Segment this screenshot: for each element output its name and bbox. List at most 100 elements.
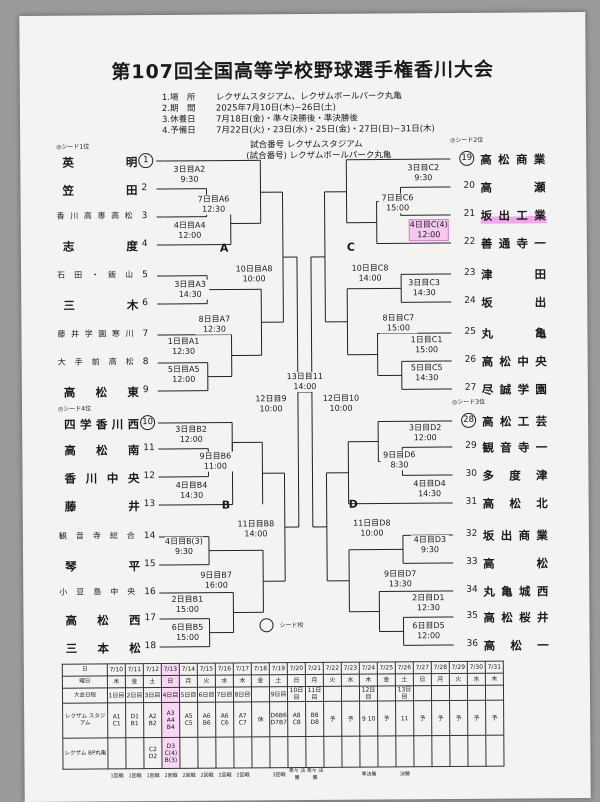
schedule-cell	[252, 737, 270, 768]
team-number: 6	[142, 298, 148, 308]
schedule-cell	[108, 738, 126, 769]
game-id: 12日目10	[322, 394, 360, 404]
schedule-cell	[216, 737, 234, 768]
schedule-cell: 7/25	[377, 662, 395, 674]
schedule-cell: 土	[395, 674, 413, 686]
game-id: 12日目9	[252, 394, 290, 404]
game-time: 15:00	[408, 345, 446, 355]
schedule-cell: 7/16	[215, 663, 233, 675]
schedule-cell: 2回戦	[216, 768, 234, 783]
schedule-cell: 予	[342, 701, 360, 736]
schedule-cell: 7/31	[485, 661, 503, 673]
game-id: 7日目C6	[379, 193, 417, 203]
schedule-cell: 決勝	[396, 767, 414, 782]
schedule-cell: 7/30	[467, 661, 485, 673]
team-name: 尽誠学園	[482, 381, 548, 397]
team-name: 香川高専高松	[57, 210, 133, 222]
schedule-cell: 7/15	[197, 663, 215, 675]
schedule-cell	[341, 686, 359, 701]
schedule-cell	[377, 686, 395, 701]
game-id: 2日目B1	[168, 595, 206, 605]
schedule-cell: 7/28	[431, 661, 449, 673]
schedule-cell	[468, 766, 486, 781]
team-number: 32	[466, 529, 478, 539]
game-id: 10日目A8	[235, 264, 273, 274]
schedule-cell	[414, 736, 432, 767]
schedule-cell: B8 D8	[306, 701, 324, 736]
team-number: 35	[466, 611, 478, 621]
team-number: 20	[463, 181, 475, 191]
schedule-cell: 水	[341, 674, 359, 686]
game-id: 11日目B8	[237, 519, 275, 529]
team-name: 高松北	[483, 495, 549, 511]
team-name: 観音寺一	[482, 439, 548, 455]
game-id: 4日目D4	[411, 479, 449, 489]
game-id: 4日目B4	[173, 481, 211, 491]
team-name: 坂出工業	[481, 207, 547, 223]
team-number: 34	[466, 585, 478, 595]
team-number: 36	[467, 639, 479, 649]
team-name: 多度津	[482, 467, 548, 483]
team-number: 12	[143, 471, 155, 481]
game-id: 7日目A6	[195, 195, 233, 205]
game-id: 9日目D6	[380, 450, 418, 460]
game-time: 10:00	[353, 528, 391, 538]
team-name: 琴 平	[65, 558, 141, 575]
bracket-line	[164, 160, 260, 161]
schedule-cell: 予	[432, 700, 450, 735]
team-name: 英 明	[62, 154, 138, 171]
team-name: 三 木	[63, 297, 139, 314]
schedule-cell: 9日目	[269, 687, 287, 702]
team-name: 藤井学園寒川	[57, 328, 133, 340]
schedule-cell	[288, 737, 306, 768]
game-id: 3日目A2	[170, 165, 208, 175]
team-number: 31	[466, 497, 478, 507]
game-id: 13日目11	[286, 372, 324, 382]
game-id: 4日目C(4)	[410, 220, 448, 230]
schedule-cell	[486, 766, 504, 781]
team-number: 7	[142, 329, 148, 339]
schedule-cell: 休	[252, 702, 270, 737]
seed-number: 1	[138, 153, 153, 168]
schedule-cell: 7/11	[125, 664, 143, 676]
team-number: 3	[142, 211, 148, 221]
team-number: 14	[144, 531, 156, 541]
bracket-sheet: 第107回全国高等学校野球選手権香川大会 1.場 所レクザムスタジアム、レクザム…	[19, 12, 590, 802]
schedule-cell: 予	[324, 701, 342, 736]
block-b-label: B	[222, 499, 230, 512]
game-time: 14:30	[411, 489, 449, 499]
game-time: 11:00	[196, 461, 234, 471]
schedule-cell: 3日目	[143, 688, 161, 703]
game-time: 12:30	[195, 324, 233, 334]
team-number: 5	[142, 270, 148, 280]
schedule-cell: 12日目	[359, 686, 377, 701]
schedule-cell: レクザム スタジアム	[63, 703, 108, 738]
game-id: 9日目B7	[197, 570, 235, 580]
game-id: 8日目C7	[379, 313, 417, 323]
schedule-cell: 木	[233, 675, 251, 687]
game-c4: 4日目C(4)12:00	[409, 219, 449, 241]
game-time: 12:00	[165, 375, 203, 385]
game-id: 1日目A1	[165, 337, 203, 347]
schedule-cell: 金	[251, 675, 269, 687]
schedule-cell: 7/14	[179, 663, 197, 675]
block-d-label: D	[349, 498, 358, 511]
schedule-cell: 6日目	[197, 687, 215, 702]
team-name: 丸 亀	[481, 325, 547, 341]
schedule-cell: D6B6 D7B7	[270, 702, 288, 737]
schedule-cell: 11	[396, 701, 414, 736]
schedule-cell: 土	[269, 675, 287, 687]
